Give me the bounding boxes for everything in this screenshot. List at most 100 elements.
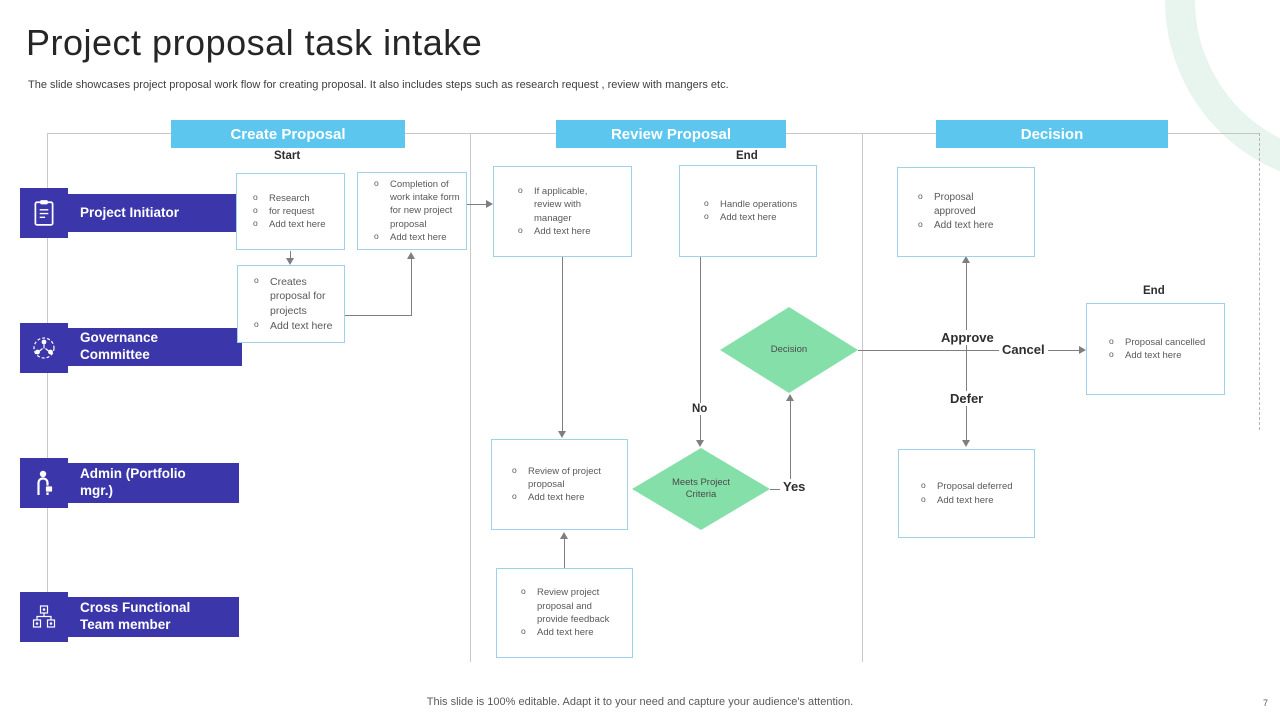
connector-yes-v: [790, 401, 791, 489]
bullet-marker: o: [704, 211, 709, 221]
bullet-text: Add text here: [720, 212, 777, 223]
bullet-text: for request: [269, 205, 315, 217]
column-header-create-proposal: Create Proposal: [171, 120, 405, 148]
connector-research-to-creates: [290, 251, 291, 258]
clipboard-icon: [20, 188, 68, 238]
bullet-marker: o: [1109, 349, 1114, 359]
bullet-marker: o: [374, 230, 379, 241]
arrowhead-down: [962, 440, 970, 447]
bullet-marker: o: [253, 218, 258, 229]
bullet-marker: o: [521, 626, 526, 637]
arrowhead-down: [558, 431, 566, 438]
lane-label-governance-committee: Governance Committee: [68, 328, 242, 366]
bullet-text: Add text here: [534, 225, 591, 237]
bullet-marker: o: [921, 493, 926, 504]
start-label: Start: [274, 150, 301, 162]
bullet-text: Add text here: [537, 627, 594, 639]
bullet-text: Review project proposal and provide feed…: [537, 587, 610, 625]
bullet-marker: o: [918, 219, 923, 229]
bullet-marker: o: [704, 197, 709, 208]
bullet-marker: o: [253, 204, 258, 215]
diamond-label: Meets Project Criteria: [671, 476, 731, 500]
bullet-text: Add text here: [270, 319, 333, 332]
bullet-text: If applicable, review with manager: [534, 185, 588, 224]
bullet-marker: o: [254, 318, 259, 329]
lane-label-text: Admin (Portfolio mgr.): [80, 466, 186, 498]
bullet-text: Review of project proposal: [528, 465, 601, 490]
page-number: 7: [1262, 698, 1268, 708]
bullet-marker: o: [512, 464, 517, 475]
bullet-text: Proposal cancelled: [1125, 336, 1206, 348]
lane-label-project-initiator: Project Initiator: [68, 194, 239, 232]
arrowhead-up: [962, 256, 970, 263]
bullet-marker: o: [254, 274, 259, 285]
page-title: Project proposal task intake: [26, 22, 483, 63]
end-label-review: End: [736, 150, 758, 162]
bullet-marker: o: [1109, 335, 1114, 346]
bullet-marker: o: [518, 184, 523, 195]
bullet-text: Add text here: [390, 231, 447, 243]
bullet-text: Add text here: [937, 494, 994, 506]
connector-decision-to-cancelled: [858, 350, 1081, 351]
arrowhead-up: [786, 394, 794, 401]
connector-ifapplicable-down: [562, 257, 563, 431]
lane-label-admin-portfolio-mgr: Admin (Portfolio mgr.): [68, 463, 239, 503]
businessman-icon: [20, 458, 68, 508]
flow-box-completion: o Completion of work intake form for new …: [357, 172, 467, 250]
column-header-label: Create Proposal: [230, 125, 346, 143]
bullet-text: Proposal approved: [934, 192, 976, 217]
connector-creates-elbow-h: [344, 315, 412, 316]
column-header-label: Decision: [1020, 125, 1084, 143]
column-divider-2: [862, 133, 863, 662]
corner-ring-decoration: [1165, 0, 1280, 185]
bullet-text: Add text here: [269, 219, 326, 231]
footer-note: This slide is 100% editable. Adapt it to…: [426, 696, 854, 708]
cancel-label: Cancel: [999, 342, 1048, 357]
bullet-marker: o: [918, 191, 923, 201]
bullet-marker: o: [374, 177, 379, 188]
bullet-text: Add text here: [934, 220, 994, 231]
column-divider-1: [470, 133, 471, 662]
bullet-marker: o: [521, 586, 526, 597]
bullet-text: Creates proposal for projects: [270, 275, 326, 317]
arrowhead-right: [1079, 346, 1086, 354]
approve-label: Approve: [938, 330, 997, 345]
arrowhead-up: [407, 252, 415, 259]
bullet-text: Research: [269, 192, 310, 204]
bullet-marker: o: [253, 191, 258, 202]
arrowhead-down: [286, 258, 294, 265]
bullet-marker: o: [518, 224, 523, 235]
defer-label: Defer: [947, 391, 987, 406]
connector-handle-to-criteria: [700, 257, 701, 440]
bullet-text: Completion of work intake form for new p…: [390, 178, 460, 230]
column-header-label: Review Proposal: [610, 125, 732, 143]
column-header-decision: Decision: [936, 120, 1168, 148]
connector-completion-to-review: [467, 204, 486, 205]
connector-approve-up: [966, 262, 967, 350]
column-divider-right-dashed: [1259, 133, 1260, 430]
org-chart-icon: [20, 592, 68, 642]
connector-creates-elbow-v: [411, 259, 412, 316]
swimlane-left-line: [47, 133, 48, 620]
bullet-marker: o: [512, 491, 517, 502]
lane-label-text: Governance Committee: [80, 330, 159, 362]
column-header-review-proposal: Review Proposal: [556, 120, 786, 148]
decision-diamond: Decision: [720, 307, 858, 393]
connector-feedback-to-review: [564, 539, 565, 568]
bullet-text: Add text here: [528, 492, 585, 504]
no-label: No: [689, 403, 711, 415]
bullet-text: Handle operations: [720, 198, 798, 210]
arrowhead-right: [486, 200, 493, 208]
page-subtitle: The slide showcases project proposal wor…: [28, 79, 729, 91]
bullet-marker: o: [921, 480, 926, 491]
bullet-text: Add text here: [1125, 350, 1182, 361]
diamond-label: Decision: [770, 343, 808, 355]
